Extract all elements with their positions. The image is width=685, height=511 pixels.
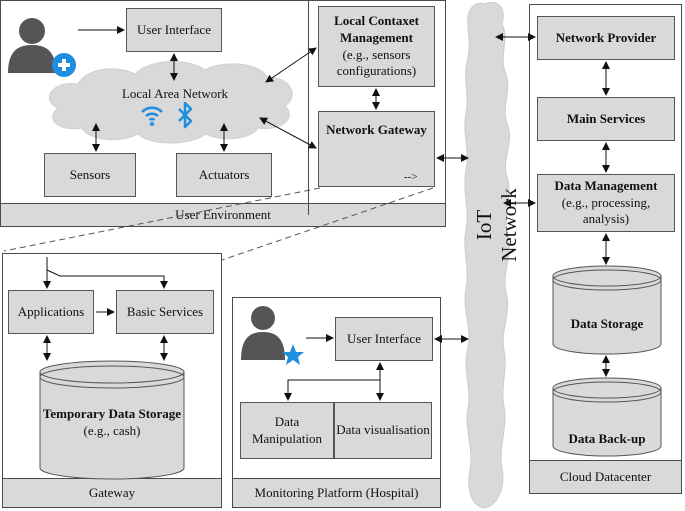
wifi-icon: [141, 106, 163, 126]
data-visualisation-box: Data visualisation: [334, 402, 432, 459]
user-environment-footer: User Environment: [1, 203, 445, 226]
applications-box: Applications: [8, 290, 94, 334]
data-management-title: Data Management: [554, 177, 658, 193]
cloud-datacenter-footer: Cloud Datacenter: [530, 460, 681, 493]
basic-services-box: Basic Services: [116, 290, 214, 334]
user-environment-divider: [308, 0, 309, 215]
temp-storage-subtitle: (e.g., cash): [83, 422, 141, 438]
network-gateway-arrow-text: -->: [404, 171, 418, 183]
monitoring-footer: Monitoring Platform (Hospital): [233, 478, 440, 507]
data-backup-cylinder: [552, 377, 662, 457]
context-management-box: Local Contaxet Management (e.g., sensors…: [318, 6, 435, 87]
data-management-subtitle: (e.g., processing, analysis): [561, 194, 651, 227]
user-add-icon: [8, 18, 76, 77]
network-gateway-box: Network Gateway: [318, 111, 435, 187]
data-management-box: Data Management (e.g., processing, analy…: [537, 174, 675, 232]
network-gateway-title: Network Gateway: [326, 122, 427, 137]
data-storage-label: Data Storage: [570, 316, 644, 331]
data-manipulation-box: Data Manipulation: [240, 402, 334, 459]
temp-storage-title: Temporary Data Storage: [42, 406, 182, 421]
network-provider-box: Network Provider: [537, 16, 675, 60]
lan-label: Local Area Network: [121, 86, 229, 101]
sensors-box: Sensors: [44, 153, 136, 197]
actuators-box: Actuators: [176, 153, 272, 197]
user-interface-box: User Interface: [126, 8, 222, 52]
context-management-title: Local Contaxet Management: [334, 12, 419, 45]
bluetooth-icon: [178, 101, 193, 129]
main-services-box: Main Services: [537, 97, 675, 141]
data-storage-cylinder: [552, 265, 662, 355]
context-management-subtitle: (e.g., sensors configurations): [336, 46, 417, 79]
gateway-footer: Gateway: [3, 478, 221, 507]
monitoring-user-interface-box: User Interface: [335, 317, 433, 361]
temp-storage-text: Temporary Data Storage (e.g., cash): [40, 406, 184, 440]
data-backup-label: Data Back-up: [568, 431, 646, 446]
user-star-icon: [241, 306, 304, 365]
